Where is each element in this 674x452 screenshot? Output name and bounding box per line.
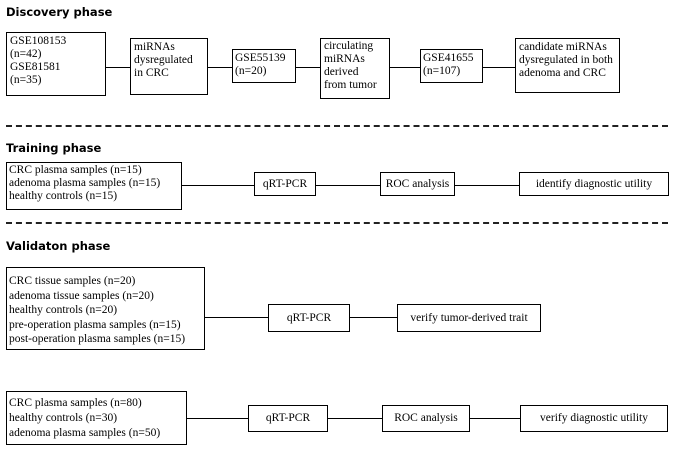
connector-line <box>483 67 515 68</box>
connector-line <box>106 67 130 68</box>
training-outcome-box: identify diagnostic utility <box>519 172 669 196</box>
box-line: healthy controls (n=15) <box>9 190 118 202</box>
box-line: adenoma tissue samples (n=20) <box>9 289 154 302</box>
connector-line <box>205 317 268 318</box>
connector-line <box>328 418 382 419</box>
gse41655-box: GSE41655 (n=107) <box>420 49 483 83</box>
box-line: derived <box>324 66 359 78</box>
candidate-mirnas-box: candidate miRNAs dysregulated in both ad… <box>515 38 620 93</box>
validation-tissue-samples-box: CRC tissue samples (n=20) adenoma tissue… <box>6 267 205 350</box>
connector-line <box>316 185 380 186</box>
box-line: dysregulated <box>134 54 193 66</box>
connector-line <box>390 67 420 68</box>
validation-phase-title: Validaton phase <box>6 239 111 253</box>
box-line: (n=107) <box>423 65 461 77</box>
connector-line <box>187 418 248 419</box>
box-line: GSE108153 <box>10 35 67 47</box>
validation2-qrt-pcr-box: qRT-PCR <box>248 405 328 432</box>
training-phase-title: Training phase <box>6 141 102 155</box>
box-line: post-operation plasma samples (n=15) <box>9 333 186 345</box>
validation-tumor-trait-box: verify tumor-derived trait <box>397 304 541 332</box>
box-line: GSE41655 <box>423 52 474 64</box>
box-line: miRNAs <box>324 53 365 65</box>
box-line: from tumor <box>324 79 377 91</box>
validation-qrt-pcr-box: qRT-PCR <box>268 304 350 332</box>
box-line: adenoma and CRC <box>519 67 606 79</box>
box-line: GSE55139 <box>235 52 286 64</box>
connector-line <box>350 317 397 318</box>
connector-line <box>455 185 519 186</box>
phase-divider <box>6 125 668 127</box>
discovery-datasets-box: GSE108153 (n=42) GSE81581 (n=35) <box>6 32 106 96</box>
circulating-mirnas-box: circulating miRNAs derived from tumor <box>320 38 390 99</box>
box-line: healthy controls (n=30) <box>9 412 118 424</box>
box-line: pre-operation plasma samples (n=15) <box>9 318 181 331</box>
box-line: CRC plasma samples (n=80) <box>9 397 142 409</box>
box-line: (n=42) <box>10 48 42 60</box>
box-line: in CRC <box>134 67 169 79</box>
validation-plasma-samples-box: CRC plasma samples (n=80) healthy contro… <box>6 391 187 445</box>
box-line: adenoma plasma samples (n=15) <box>9 177 161 189</box>
connector-line <box>182 185 254 186</box>
connector-line <box>208 67 232 68</box>
box-line: healthy controls (n=20) <box>9 304 118 316</box>
box-line: (n=20) <box>235 65 267 77</box>
box-line: circulating <box>324 40 374 52</box>
connector-line <box>296 67 320 68</box>
box-line: GSE81581 <box>10 61 61 73</box>
training-samples-box: CRC plasma samples (n=15) adenoma plasma… <box>6 162 182 210</box>
box-line: candidate miRNAs <box>519 41 607 53</box>
connector-line <box>470 418 520 419</box>
gse55139-box: GSE55139 (n=20) <box>232 49 296 83</box>
box-line: CRC plasma samples (n=15) <box>9 164 142 176</box>
box-line: dysregulated in both <box>519 54 613 66</box>
phase-divider <box>6 222 668 224</box>
training-qrt-pcr-box: qRT-PCR <box>254 172 316 196</box>
discovery-phase-title: Discovery phase <box>6 5 113 19</box>
box-line: miRNAs <box>134 41 175 53</box>
mirnas-dysregulated-box: miRNAs dysregulated in CRC <box>130 38 208 95</box>
validation2-outcome-box: verify diagnostic utility <box>520 405 668 432</box>
box-line: (n=35) <box>10 74 42 86</box>
validation2-roc-analysis-box: ROC analysis <box>382 405 470 432</box>
box-line: CRC tissue samples (n=20) <box>9 275 136 287</box>
training-roc-analysis-box: ROC analysis <box>380 172 455 196</box>
box-line: adenoma plasma samples (n=50) <box>9 427 161 439</box>
